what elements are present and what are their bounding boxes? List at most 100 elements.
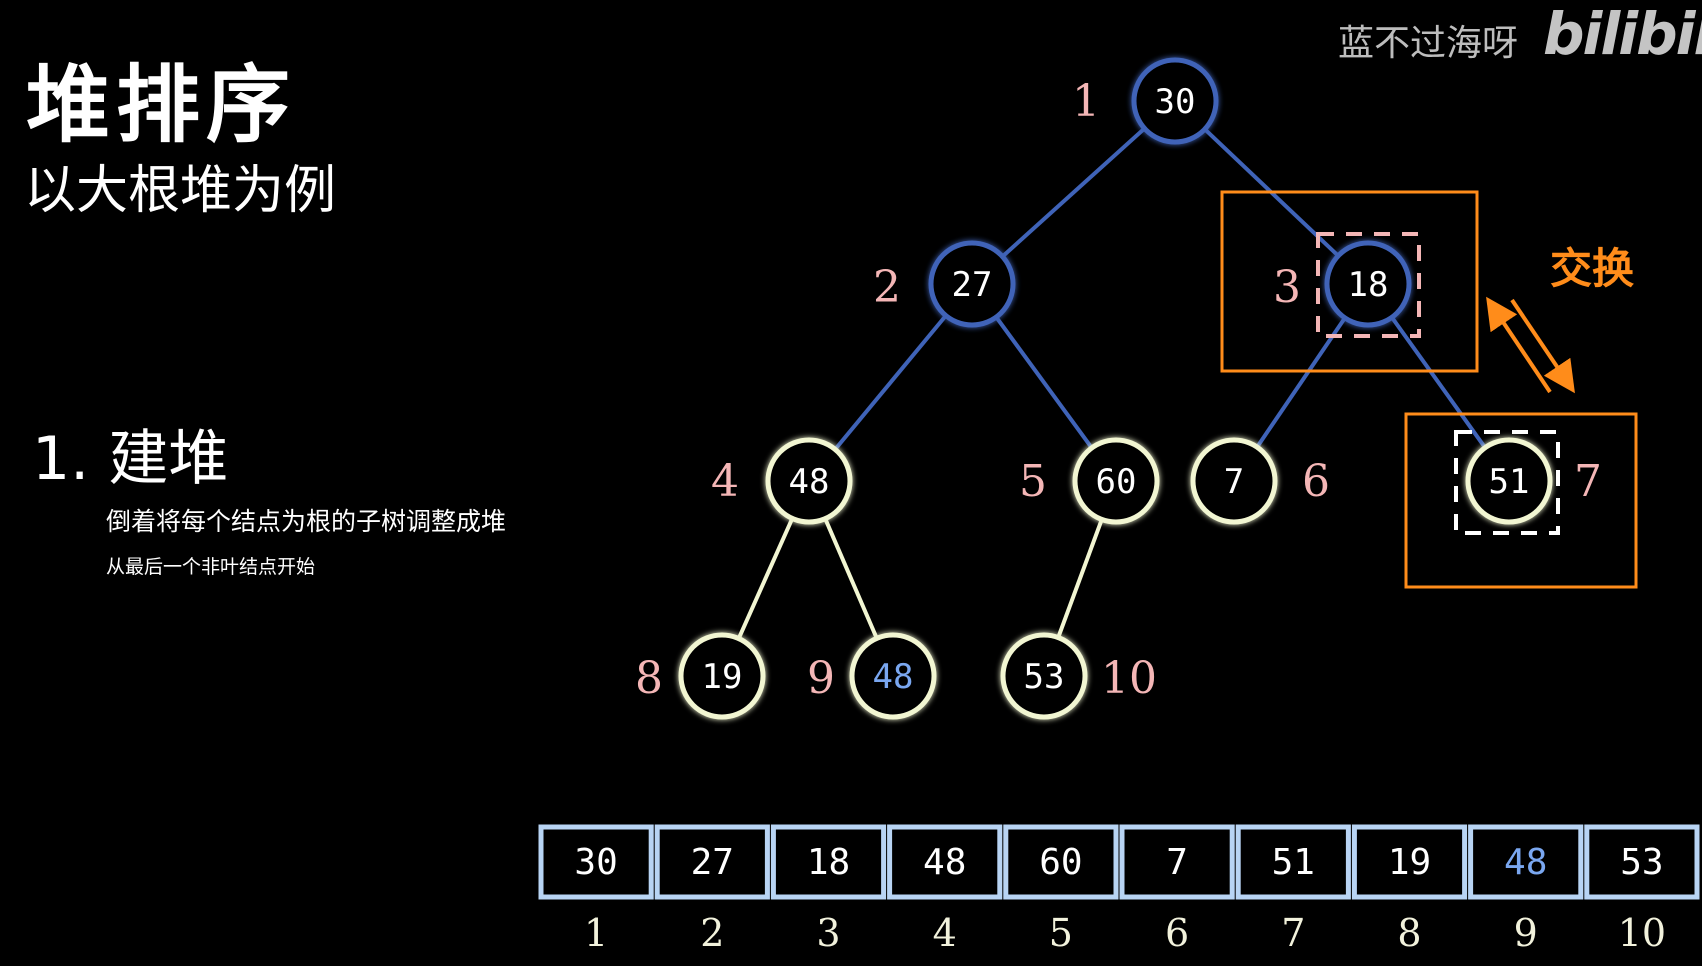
swap-arrow-up [1486, 296, 1552, 394]
subtitle: 以大根堆为例 [24, 161, 337, 221]
tree-node: 48 4 [711, 437, 853, 525]
array-index: 4 [933, 911, 957, 955]
array-box [1351, 824, 1468, 900]
author-watermark: 蓝不过海呀 [1338, 23, 1519, 64]
step-heading: 1. 建堆 [32, 424, 229, 494]
tree-edge [736, 517, 795, 640]
array-value: 7 [1166, 842, 1188, 883]
array-value: 27 [691, 842, 734, 883]
tree-edge [1056, 518, 1104, 639]
array-index: 3 [816, 911, 840, 955]
node-circle [1465, 437, 1553, 525]
node-circle [1072, 437, 1160, 525]
array-value: 19 [1388, 842, 1431, 883]
node-value: 19 [702, 657, 743, 697]
node-value: 48 [873, 657, 914, 697]
array-box [887, 824, 1003, 900]
node-circle [1190, 437, 1278, 525]
tree-edge [823, 517, 879, 640]
array-cell: 76 [1119, 824, 1235, 955]
node-circle [678, 632, 766, 720]
swap-box-parent [1220, 190, 1479, 373]
tree-edge [1001, 126, 1146, 259]
array-index: 7 [1281, 911, 1305, 955]
node-value: 60 [1096, 462, 1137, 502]
array-index: 9 [1514, 911, 1538, 955]
node-value: 48 [789, 462, 830, 502]
array-index: 1 [584, 911, 608, 955]
tree-edge [833, 314, 948, 451]
array-index: 2 [700, 911, 724, 955]
array-cell: 60 5 [1003, 824, 1119, 955]
array-box [770, 824, 887, 900]
array-index: 6 [1165, 911, 1189, 955]
array-cell: 48 9 [1468, 824, 1584, 955]
node-value: 53 [1024, 657, 1065, 697]
array-value: 48 [923, 842, 966, 883]
array-cell: 51 7 [1235, 824, 1351, 955]
node-index: 6 [1302, 456, 1330, 507]
step-note: 从最后一个非叶结点开始 [106, 556, 316, 578]
node-value: 27 [952, 265, 993, 305]
node-circle [765, 437, 853, 525]
tree-node: 30 1 [1072, 57, 1219, 145]
array-box [538, 824, 654, 900]
array-value: 51 [1272, 842, 1315, 883]
swap-label: 交换 [1550, 244, 1635, 293]
tree-edge [1255, 316, 1347, 449]
tree-node: 48 9 [807, 632, 937, 720]
node-circle [1000, 632, 1088, 720]
bilibili-logo: bilibili [1543, 0, 1702, 68]
array-cell: 183 [770, 824, 887, 955]
array-value: 60 [1039, 842, 1082, 883]
node-index: 7 [1574, 456, 1602, 507]
tree-node: 18 3 [1273, 240, 1412, 328]
array-index: 8 [1397, 911, 1421, 955]
node-index: 9 [807, 653, 835, 704]
array-cell: 27 2 [654, 824, 770, 955]
tree-node: 27 2 [873, 240, 1016, 328]
node-index: 2 [873, 262, 901, 313]
array-value: 30 [574, 842, 617, 883]
dashed-highlight-parent [1316, 232, 1421, 338]
tree-node: 53 10 [1000, 632, 1157, 720]
node-index: 10 [1101, 653, 1157, 704]
node-index: 5 [1019, 456, 1047, 507]
tree-edge [1390, 316, 1487, 449]
swap-arrow-down [1510, 298, 1575, 394]
array-cell: 19 8 [1351, 824, 1468, 955]
tree-node: 19 8 [635, 632, 766, 720]
swap-box-child [1404, 412, 1638, 589]
tree-node: 60 5 [1019, 437, 1160, 525]
array-cell: 30 1 [538, 824, 654, 955]
node-circle [849, 632, 937, 720]
node-value: 51 [1489, 462, 1530, 502]
node-circle [1131, 57, 1219, 145]
node-index: 3 [1273, 262, 1301, 313]
array-box [1584, 824, 1700, 900]
array-box [1235, 824, 1351, 900]
tree-edge [994, 315, 1094, 450]
tree-node: 51 7 [1465, 437, 1602, 525]
array-box [1468, 824, 1584, 900]
array-index: 5 [1049, 911, 1073, 955]
array-cell: 48 4 [887, 824, 1003, 955]
node-index: 1 [1072, 76, 1100, 127]
array-value: 48 [1504, 842, 1547, 883]
node-index: 8 [635, 653, 663, 704]
array-value: 53 [1620, 842, 1663, 883]
node-value: 7 [1224, 462, 1244, 502]
array-box [1003, 824, 1119, 900]
array-box [1119, 824, 1235, 900]
step-description: 倒着将每个结点为根的子树调整成堆 [106, 507, 507, 536]
page-title: 堆排序 [26, 56, 297, 154]
node-value: 18 [1348, 265, 1389, 305]
array-box [654, 824, 770, 900]
node-circle [928, 240, 1016, 328]
node-index: 4 [711, 456, 739, 507]
node-value: 30 [1155, 82, 1196, 122]
dashed-highlight-child [1454, 430, 1560, 535]
